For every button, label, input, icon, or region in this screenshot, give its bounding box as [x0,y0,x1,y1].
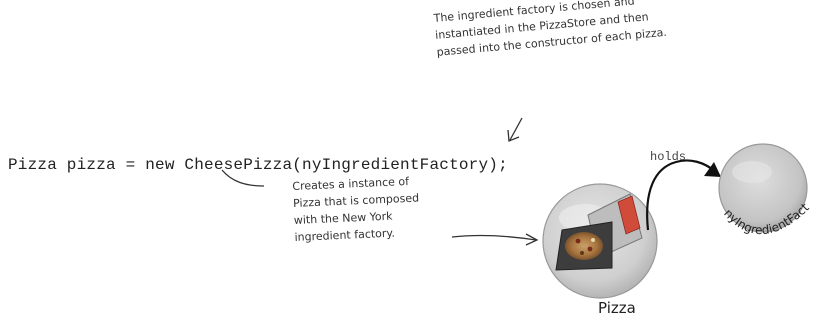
pizza-label: Pizza [598,299,636,317]
pizza-object-icon [542,183,658,299]
holds-arrowhead [704,162,721,177]
top-annotation-arrowhead [507,129,520,142]
code-line: Pizza pizza = new CheesePizza(nyIngredie… [8,156,508,174]
left-annotation-arrow [451,234,537,241]
top-annotation-arrow [509,117,523,141]
left-annotation-arrowhead [525,233,539,246]
holds-arrow [646,159,717,231]
factory-object-icon [718,143,808,233]
holds-label: holds [650,150,687,164]
left-annotation: Creates a instance of Pizza that is comp… [292,173,421,246]
pizza-box-icon [555,193,643,271]
code-connector-curve [221,169,265,187]
